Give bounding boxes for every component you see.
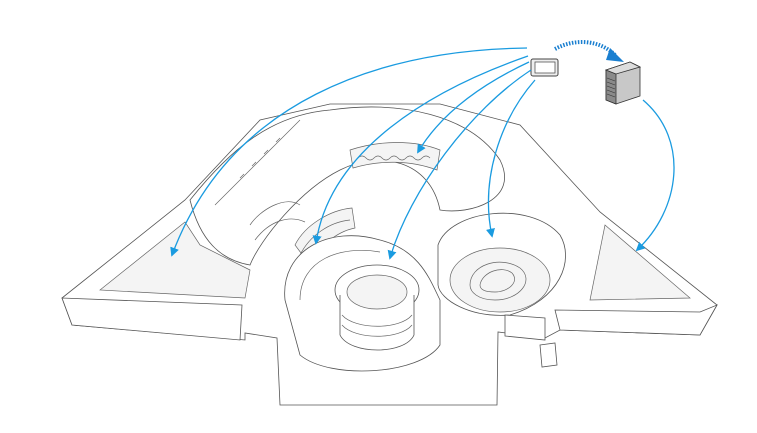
arrow-to-left-display [312,55,529,245]
arrow-server-to-right-wing [635,99,675,252]
tablet-icon [530,58,559,77]
building-model [61,103,718,406]
arrow-to-left-wing [170,47,528,257]
arrow-to-round-room [486,79,536,238]
display-pattern-top [357,155,431,161]
central-cylinder [334,264,420,351]
round-room [437,212,566,316]
arrow-to-central-cylinder [387,69,532,260]
arrow-to-top-display [417,61,530,154]
sync-dashed-arrow-icon [554,40,624,62]
data-flow-arrows [170,47,675,260]
server-icon [604,61,642,105]
